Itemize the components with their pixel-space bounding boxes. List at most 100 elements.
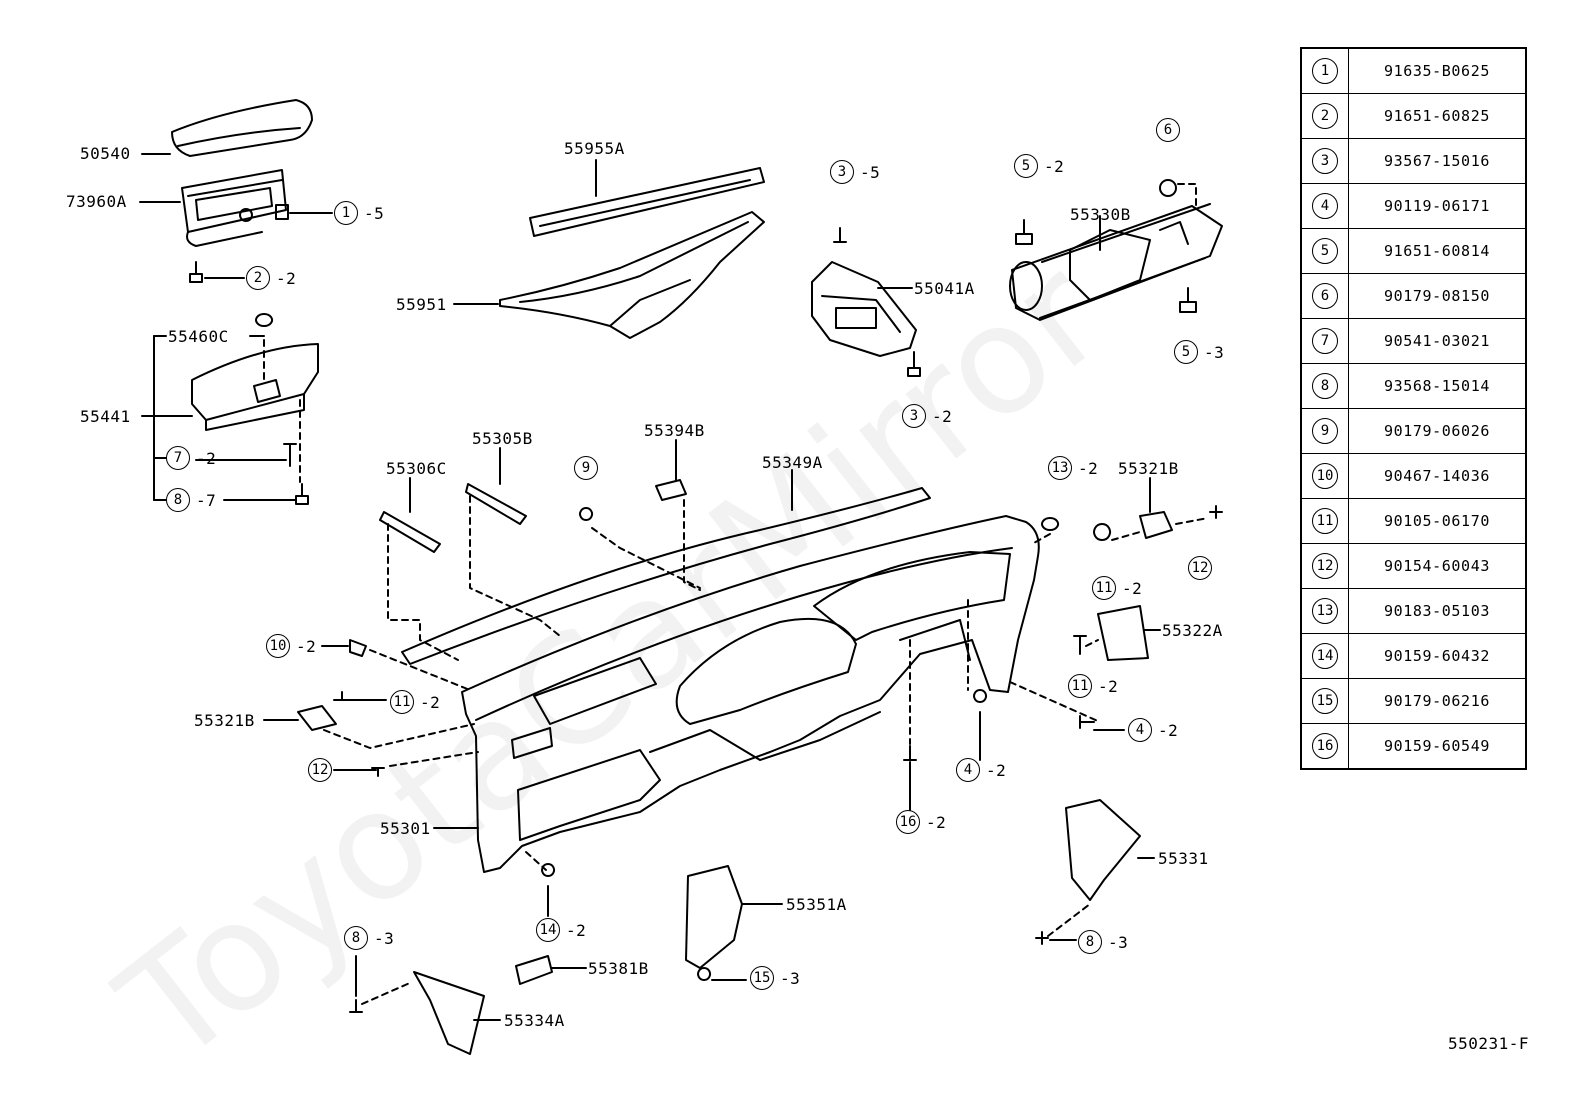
table-row: 13 90183-05103 xyxy=(1300,588,1527,634)
label-73960A: 73960A xyxy=(66,192,127,211)
row-number: 4 xyxy=(1312,193,1338,219)
callout-number: 11 xyxy=(390,690,414,714)
callout-qty: -2 xyxy=(196,448,217,468)
callout-qty: -2 xyxy=(420,692,441,712)
callout-qty: -2 xyxy=(1078,458,1099,478)
steering-support-bracket xyxy=(811,261,917,357)
table-row: 8 93568-15014 xyxy=(1300,363,1527,409)
row-number: 6 xyxy=(1312,283,1338,309)
row-number: 12 xyxy=(1312,553,1338,579)
part-number: 91651-60825 xyxy=(1348,93,1527,139)
part-number: 90179-06026 xyxy=(1348,408,1527,454)
callout-number: 15 xyxy=(750,966,774,990)
table-row: 15 90179-06216 xyxy=(1300,678,1527,724)
label-55334A: 55334A xyxy=(504,1011,565,1030)
callout-qty: -2 xyxy=(986,760,1007,780)
row-number: 13 xyxy=(1312,598,1338,624)
callout-8-qty3-right: 8 -3 xyxy=(1078,930,1128,954)
instrument-panel-pad xyxy=(401,487,931,665)
callout-14-qty2: 14-2 xyxy=(536,918,586,942)
row-number: 11 xyxy=(1312,508,1338,534)
callout-11-qty2-lower: 11 -2 xyxy=(1068,674,1118,698)
part-number: 90159-60549 xyxy=(1348,723,1527,770)
part-number: 90159-60432 xyxy=(1348,633,1527,679)
label-55951: 55951 xyxy=(396,295,447,314)
callout-5-qty2: 5-2 xyxy=(1014,154,1064,178)
part-number: 90119-06171 xyxy=(1348,183,1527,229)
callout-number: 16 xyxy=(896,810,920,834)
callout-qty: -2 xyxy=(566,920,587,940)
label-55460C: 55460C xyxy=(168,327,229,346)
part-number: 90154-60043 xyxy=(1348,543,1527,589)
table-row: 12 90154-60043 xyxy=(1300,543,1527,589)
callout-3-qty5: 3-5 xyxy=(830,160,880,184)
callout-qty: -2 xyxy=(1098,676,1119,696)
label-55394B: 55394B xyxy=(644,421,705,440)
part-number: 91635-B0625 xyxy=(1348,47,1527,94)
callout-qty: -5 xyxy=(364,203,385,223)
callout-15-qty3: 15 -3 xyxy=(750,966,800,990)
callout-number: 8 xyxy=(1078,930,1102,954)
label-55321B-right: 55321B xyxy=(1118,459,1179,478)
row-number: 8 xyxy=(1312,373,1338,399)
part-number: 91651-60814 xyxy=(1348,228,1527,274)
glove-box xyxy=(191,343,319,431)
callout-number: 11 xyxy=(1068,674,1092,698)
callout-qty: -3 xyxy=(1204,342,1225,362)
label-55349A: 55349A xyxy=(762,453,823,472)
callout-qty: -2 xyxy=(276,268,297,288)
label-55322A: 55322A xyxy=(1162,621,1223,640)
callout-7-qty2: 7 -2 xyxy=(166,446,216,470)
label-55441: 55441 xyxy=(80,407,131,426)
callout-qty: -3 xyxy=(1108,932,1129,952)
part-number: 90179-06216 xyxy=(1348,678,1527,724)
label-55381B: 55381B xyxy=(588,959,649,978)
callout-3-qty2: 3 -2 xyxy=(902,404,952,428)
callout-number: 4 xyxy=(1128,718,1152,742)
callout-8-qty7: 8-7 xyxy=(166,488,216,512)
callout-11-qty2-upper: 11-2 xyxy=(1092,576,1142,600)
label-55301: 55301 xyxy=(380,819,431,838)
part-number: 93567-15016 xyxy=(1348,138,1527,184)
callout-qty: -2 xyxy=(932,406,953,426)
label-55041A: 55041A xyxy=(914,279,975,298)
part-number: 90183-05103 xyxy=(1348,588,1527,634)
row-number: 14 xyxy=(1312,643,1338,669)
callout-number: 3 xyxy=(902,404,926,428)
table-row: 4 90119-06171 xyxy=(1300,183,1527,229)
label-55351A: 55351A xyxy=(786,895,847,914)
label-55306C: 55306C xyxy=(386,459,447,478)
part-number: 90541-03021 xyxy=(1348,318,1527,364)
callout-qty: -3 xyxy=(780,968,801,988)
row-number: 15 xyxy=(1312,688,1338,714)
row-number: 16 xyxy=(1312,733,1338,759)
defroster-duct xyxy=(499,211,765,339)
callout-13-qty2: 13 -2 xyxy=(1048,456,1098,480)
callout-12-right: 12 xyxy=(1188,556,1218,580)
callout-qty: -5 xyxy=(860,162,881,182)
part-number: 93568-15014 xyxy=(1348,363,1527,409)
callout-number: 5 xyxy=(1174,340,1198,364)
callout-number: 6 xyxy=(1156,118,1180,142)
callout-number: 13 xyxy=(1048,456,1072,480)
callout-number: 9 xyxy=(574,456,598,480)
callout-6: 6 xyxy=(1156,118,1186,142)
row-number: 2 xyxy=(1312,103,1338,129)
callout-number: 12 xyxy=(1188,556,1212,580)
callout-number: 7 xyxy=(166,446,190,470)
table-row: 14 90159-60432 xyxy=(1300,633,1527,679)
callout-8-qty3-left: 8-3 xyxy=(344,926,394,950)
row-number: 3 xyxy=(1312,148,1338,174)
part-number: 90467-14036 xyxy=(1348,453,1527,499)
callout-4-qty2-lower: 4-2 xyxy=(956,758,1006,782)
row-number: 7 xyxy=(1312,328,1338,354)
callout-number: 5 xyxy=(1014,154,1038,178)
table-row: 7 90541-03021 xyxy=(1300,318,1527,364)
